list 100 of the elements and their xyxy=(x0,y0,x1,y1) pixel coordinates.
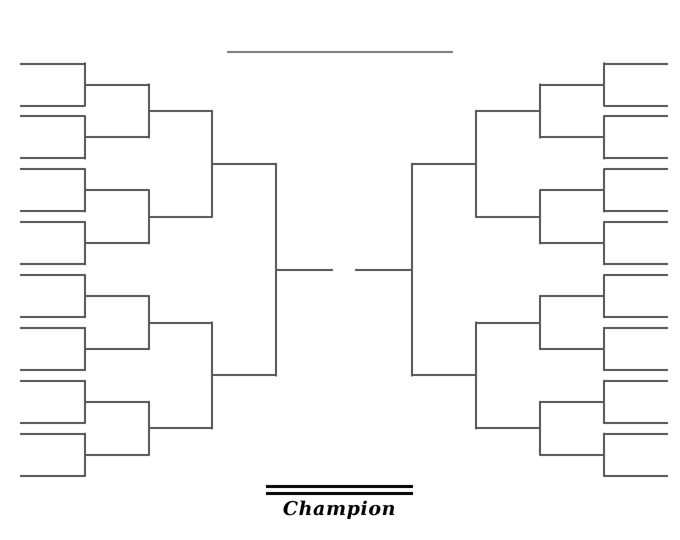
bracket-connector xyxy=(539,189,541,218)
fill-in-line xyxy=(20,316,85,318)
fill-in-line xyxy=(20,369,85,371)
bracket-connector xyxy=(211,162,213,218)
fill-in-line xyxy=(476,427,540,430)
bracket-connector xyxy=(148,295,150,324)
bracket-connector xyxy=(84,327,86,350)
fill-in-line xyxy=(540,400,604,403)
fill-in-line xyxy=(85,348,149,350)
fill-in-line xyxy=(20,474,85,477)
fill-in-line xyxy=(604,157,668,160)
fill-in-line xyxy=(149,322,212,324)
bracket-connector xyxy=(475,322,477,376)
bracket-connector xyxy=(84,454,86,477)
bracket-connector xyxy=(603,189,605,212)
bracket-connector xyxy=(603,62,605,86)
bracket-connector xyxy=(211,110,213,165)
bracket-connector xyxy=(603,348,605,371)
bracket-connector xyxy=(411,162,413,271)
bracket-connector xyxy=(475,110,477,165)
fill-in-line xyxy=(276,268,333,271)
fill-in-line xyxy=(149,110,212,112)
bracket-connector xyxy=(84,62,86,86)
fill-in-line xyxy=(540,295,604,298)
bracket-connector xyxy=(84,274,86,298)
bracket-connector xyxy=(603,380,605,403)
bracket-connector xyxy=(148,427,150,456)
fill-in-line xyxy=(149,427,212,430)
bracket-connector xyxy=(603,274,605,298)
fill-in-line xyxy=(604,274,668,276)
fill-in-line xyxy=(20,157,85,160)
fill-in-line xyxy=(20,274,85,276)
fill-in-line xyxy=(540,348,604,350)
bracket-connector xyxy=(148,216,150,244)
bracket-connector xyxy=(84,242,86,266)
fill-in-line xyxy=(604,316,668,318)
fill-in-line xyxy=(604,210,668,212)
bracket-connector xyxy=(603,295,605,318)
bracket-connector xyxy=(211,374,213,430)
bracket-connector xyxy=(603,400,605,424)
bracket-connector xyxy=(275,162,277,271)
bracket-connector xyxy=(84,136,86,160)
bracket-connector xyxy=(603,115,605,138)
bracket-connector xyxy=(539,427,541,456)
fill-in-line xyxy=(412,162,476,165)
fill-in-line xyxy=(20,221,85,224)
fill-in-line xyxy=(604,369,668,371)
fill-in-line xyxy=(604,221,668,224)
bracket-connector xyxy=(539,295,541,324)
fill-in-line xyxy=(604,104,668,106)
bracket-connector xyxy=(84,380,86,403)
bracket-connector xyxy=(148,84,150,112)
fill-in-line xyxy=(540,242,604,244)
bracket-connector xyxy=(148,400,150,430)
fill-in-line xyxy=(604,380,668,382)
bracket-connector xyxy=(603,432,605,456)
fill-in-line xyxy=(149,216,212,218)
fill-in-line xyxy=(604,474,668,477)
bracket-connector xyxy=(275,268,277,376)
bracket-connector xyxy=(84,189,86,212)
bracket-connector xyxy=(84,348,86,371)
fill-in-line xyxy=(476,322,540,324)
bracket-connector xyxy=(84,84,86,106)
fill-in-line xyxy=(355,268,412,271)
fill-in-line xyxy=(85,400,149,403)
fill-in-line xyxy=(604,327,668,329)
fill-in-line xyxy=(540,454,604,456)
bracket-connector xyxy=(84,168,86,192)
fill-in-line xyxy=(604,62,668,64)
bracket-connector xyxy=(603,454,605,477)
bracket-connector xyxy=(539,322,541,350)
fill-in-line xyxy=(540,84,604,86)
bracket-connector xyxy=(603,84,605,106)
bracket-connector xyxy=(539,216,541,244)
fill-in-line xyxy=(85,84,149,86)
bracket-connector xyxy=(603,242,605,266)
bracket-connector xyxy=(211,322,213,376)
fill-in-line xyxy=(212,162,276,165)
fill-in-line xyxy=(476,110,540,112)
slot-label: Champion xyxy=(282,498,396,520)
fill-in-line xyxy=(227,51,453,53)
bracket-connector xyxy=(84,295,86,318)
fill-in-line xyxy=(20,263,85,266)
fill-in-line xyxy=(20,115,85,118)
bracket-connector xyxy=(84,432,86,456)
fill-in-line xyxy=(85,454,149,456)
bracket-connector xyxy=(148,110,150,138)
fill-in-line xyxy=(604,432,668,435)
fill-in-line xyxy=(85,136,149,138)
fill-in-line xyxy=(604,263,668,266)
bracket-connector xyxy=(603,168,605,192)
fill-in-line xyxy=(85,295,149,298)
fill-in-line xyxy=(20,168,85,170)
bracket-connector xyxy=(411,268,413,376)
bracket-connector xyxy=(475,162,477,218)
fill-in-line xyxy=(20,380,85,382)
bracket-connector xyxy=(603,221,605,244)
fill-in-line xyxy=(20,62,85,64)
bracket-connector xyxy=(539,84,541,112)
bracket-connector xyxy=(603,136,605,160)
